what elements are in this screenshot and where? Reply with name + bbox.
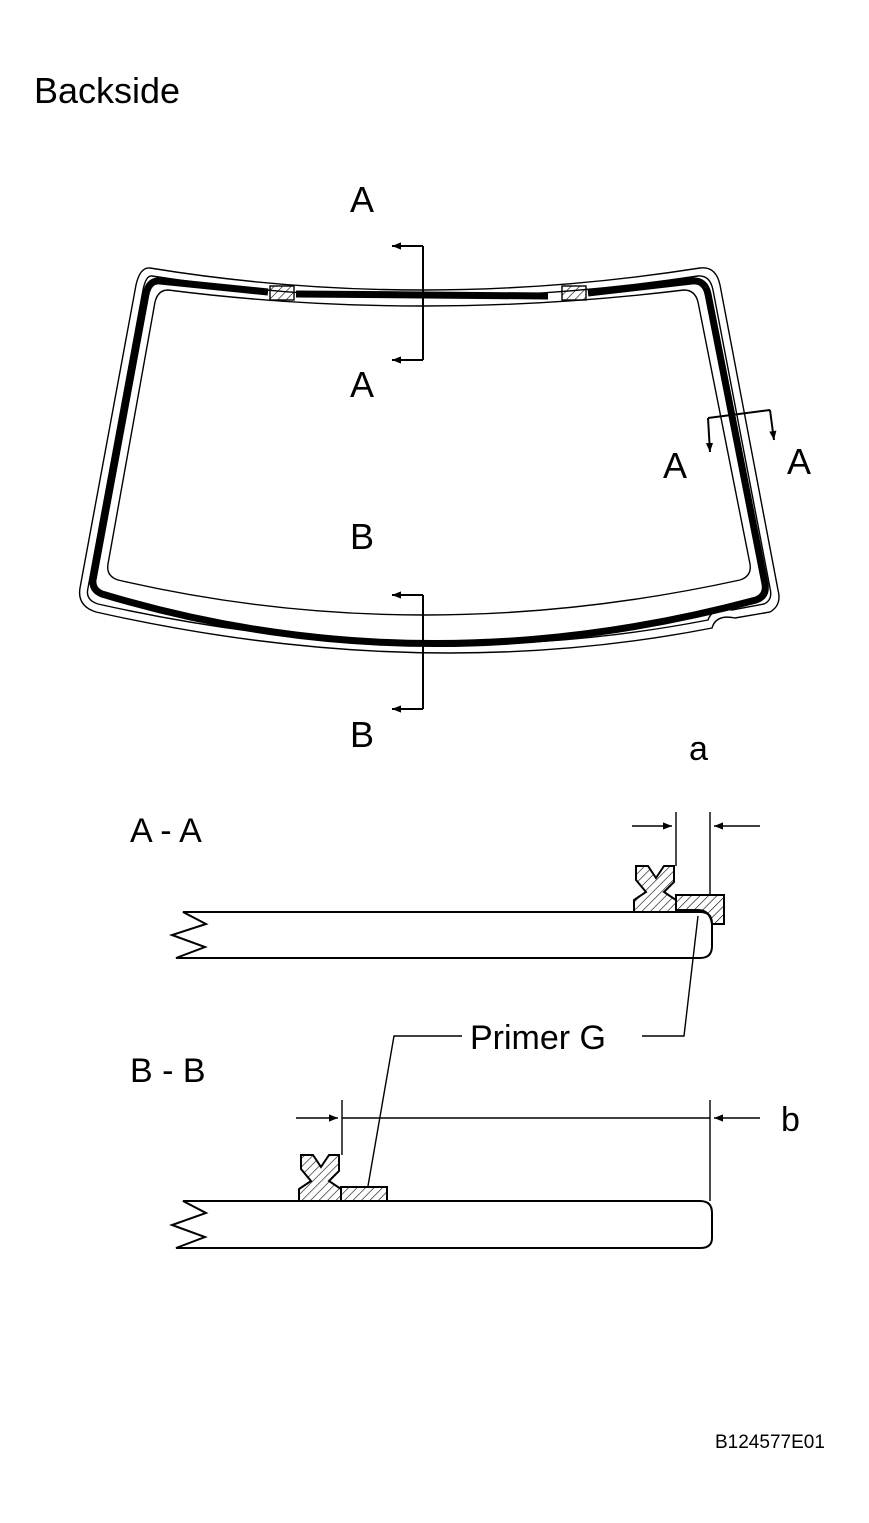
cut-label-a-side-right: A xyxy=(787,441,811,482)
dimension-label-b: b xyxy=(781,1101,800,1139)
cut-line-bb xyxy=(392,591,424,713)
section-bb-drawing xyxy=(169,1100,760,1249)
section-aa-title: A - A xyxy=(130,812,202,850)
spacer-right xyxy=(561,285,587,301)
cut-line-aa-top xyxy=(392,242,424,364)
cut-label-a-side-left: A xyxy=(663,445,687,486)
section-aa-drawing xyxy=(168,812,760,1037)
glass-outer-edge xyxy=(78,267,780,654)
dimension-label-a: a xyxy=(689,730,708,768)
cut-label-a-lower: A xyxy=(350,364,374,405)
cut-label-b-lower: B xyxy=(350,714,374,755)
windshield-glass xyxy=(78,267,780,654)
primer-label: Primer G xyxy=(470,1019,606,1057)
cut-label-a-upper: A xyxy=(350,179,374,220)
figure-code: B124577E01 xyxy=(715,1432,825,1453)
spacer-left xyxy=(269,285,295,301)
section-bb-title: B - B xyxy=(130,1052,206,1090)
cut-line-aa-side xyxy=(705,409,777,453)
glass-viewing-area xyxy=(107,289,751,616)
primer-leader-bb xyxy=(367,1035,462,1187)
cut-label-b-upper: B xyxy=(350,516,374,557)
page-title: Backside xyxy=(34,70,180,111)
